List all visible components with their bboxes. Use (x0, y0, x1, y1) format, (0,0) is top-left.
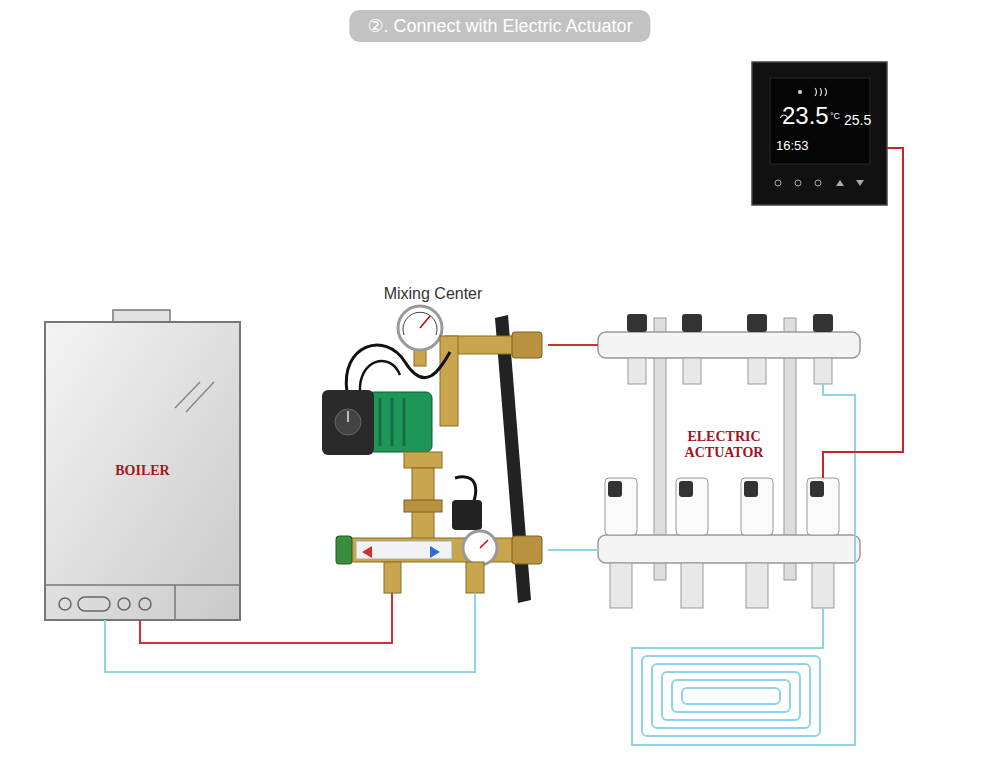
actuators-part (610, 563, 632, 608)
thermostat-drawing (752, 62, 887, 205)
mixing-center-drawing-part (368, 392, 432, 452)
actuators-part (605, 478, 637, 535)
thermostat-drawing-part (752, 62, 887, 205)
floor-loop-part (662, 672, 800, 720)
mixing-center-drawing-part (335, 409, 361, 435)
mixing-center-drawing-part (463, 531, 497, 565)
boiler-drawing-part (118, 598, 130, 610)
mixing-center-node: Mixing Center (322, 283, 548, 593)
display-setpoint: 25.5 (844, 112, 871, 128)
mixing-center-drawing-part (404, 452, 442, 468)
mixing-center-drawing-part (480, 540, 488, 548)
mixing-center-drawing-part (356, 541, 452, 559)
mixing-center-drawing-part (466, 562, 484, 593)
actuators-part (812, 563, 834, 608)
top-valves-part (683, 358, 701, 384)
floor-loop-part (652, 664, 810, 728)
mixing-center-drawing-part (346, 345, 450, 392)
mixing-center-drawing-part (512, 332, 542, 358)
boiler-drawing-part (186, 382, 214, 412)
mixing-center-drawing-part (360, 361, 400, 392)
top-valves-part (813, 314, 833, 332)
mixing-center-drawing-part (322, 390, 374, 455)
display-clock: 16:53 (776, 139, 809, 154)
mixing-center-drawing-part (430, 546, 440, 558)
manifold-node: ELECTRIC ACTUATOR (598, 305, 862, 615)
return-pipe (548, 549, 598, 551)
display-unit: °C (830, 111, 840, 121)
actuators-part (741, 478, 773, 535)
supply-pipe (140, 593, 392, 643)
actuators-part (746, 563, 768, 608)
top-valves (627, 314, 833, 384)
control-wire (862, 148, 903, 452)
thermostat-drawing-part (795, 180, 801, 186)
mixing-center-drawing-part (338, 538, 528, 562)
boiler-drawing-part (59, 598, 71, 610)
boiler-drawing-part (45, 322, 240, 620)
mixing-center-drawing-part (391, 398, 394, 446)
actuator-wire (823, 452, 862, 478)
mixing-center-drawing-part (440, 336, 458, 426)
top-valves-part (682, 314, 702, 332)
manifold-drawing (598, 314, 860, 608)
title-pill: ②. Connect with Electric Actuator (349, 10, 650, 42)
floor-loop (632, 384, 855, 745)
mixing-center-drawing-part (384, 562, 401, 593)
title: ②. Connect with Electric Actuator (367, 10, 632, 42)
mixing-center-drawing-part (404, 500, 442, 512)
boiler-node: BOILER (45, 310, 244, 620)
thermostat-drawing-part (815, 180, 821, 186)
mixing-center-drawing-part (452, 500, 482, 530)
actuators-part (807, 478, 839, 535)
thermostat-drawing-part (798, 90, 802, 94)
top-valves-part (814, 358, 832, 384)
boiler-drawing-part (175, 382, 200, 408)
top-valves-part (747, 314, 767, 332)
actuators (605, 478, 839, 608)
manifold-drawing-part (598, 332, 860, 358)
actuators-part (679, 481, 693, 497)
thermostat-drawing-part (815, 88, 827, 96)
mixing-center-drawing-part (403, 312, 437, 335)
node-label: BOILER (45, 463, 240, 479)
top-valves-part (627, 314, 647, 332)
floor-loop-part (632, 384, 855, 745)
actuators-part (608, 481, 622, 497)
thermostat-drawing-part (836, 180, 844, 186)
return-pipe (105, 593, 475, 672)
mixing-center-drawing-part (347, 411, 349, 422)
node-heading: Mixing Center (322, 285, 544, 303)
manifold-drawing-part (598, 535, 860, 563)
supply-pipe (548, 344, 598, 346)
floor-loop-part (682, 688, 780, 704)
thermostat-node: 23.5°C 25.5 16:53 (752, 62, 887, 205)
node-label: ELECTRIC ACTUATOR (672, 429, 776, 461)
actuators-part (810, 481, 824, 497)
actuators-part (681, 563, 703, 608)
mixing-center-drawing-part (398, 306, 442, 350)
mixing-center-drawing-part (379, 398, 382, 446)
thermostat-drawing-part (856, 180, 864, 186)
boiler-drawing-part (139, 598, 151, 610)
mixing-center-drawing-part (512, 536, 542, 564)
thermostat-drawing-part (775, 180, 781, 186)
mixing-center-drawing-part (403, 398, 406, 446)
mixing-center-drawing-part (336, 536, 352, 564)
mixing-center-drawing-part (420, 316, 430, 328)
boiler-drawing-part (174, 585, 176, 620)
mixing-center-drawing (322, 306, 542, 603)
floor-loop-part (672, 680, 790, 712)
actuators-part (744, 481, 758, 497)
top-valves-part (748, 358, 766, 384)
floor-loop-part (642, 656, 820, 736)
boiler-drawing-part (45, 584, 240, 586)
top-valves-part (628, 358, 646, 384)
boiler-drawing-part (78, 597, 110, 611)
actuators-part (676, 478, 708, 535)
mixing-center-drawing-part (362, 546, 372, 558)
display-temperature: 23.5 (782, 102, 829, 130)
boiler-drawing (45, 310, 240, 620)
